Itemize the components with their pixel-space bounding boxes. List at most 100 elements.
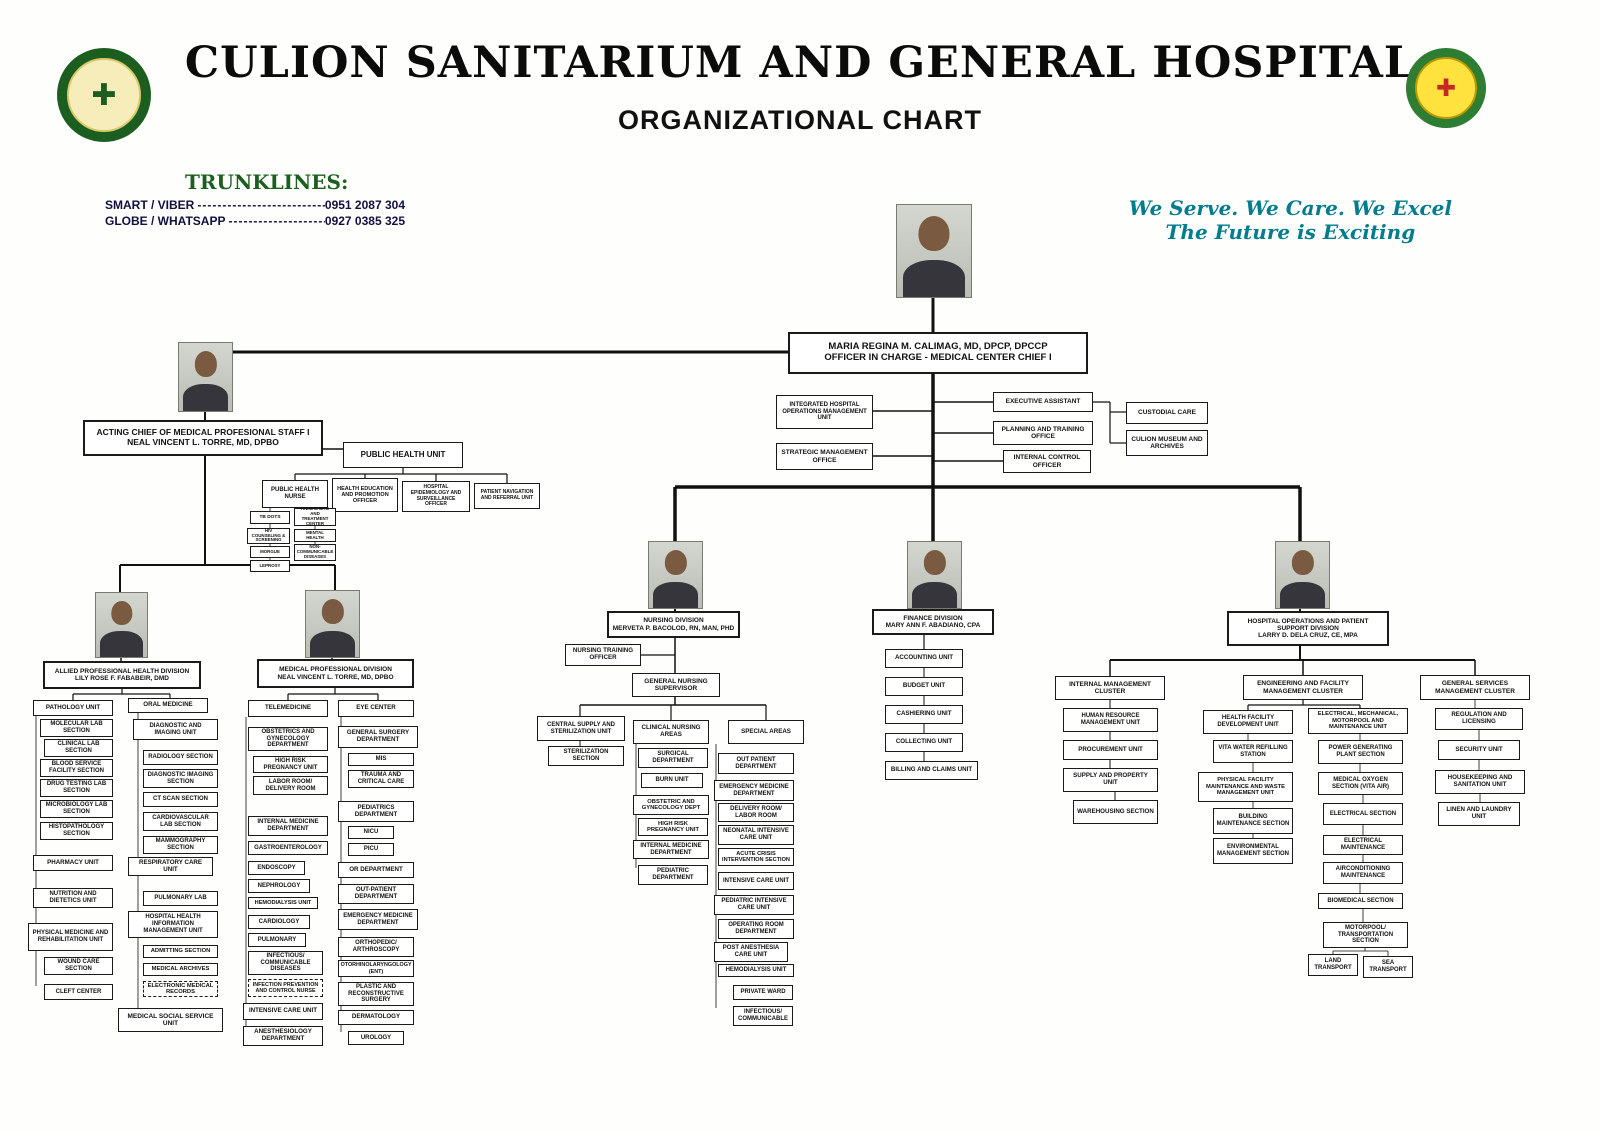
node-housekeeping-and-sanitation-unit: HOUSEKEEPING AND SANITATION UNIT (1435, 770, 1525, 794)
node-engineering-and-facility-management-cluster: ENGINEERING AND FACILITY MANAGEMENT CLUS… (1243, 675, 1363, 700)
node-label: BURN UNIT (655, 777, 689, 784)
node-budget-unit: BUDGET UNIT (885, 677, 963, 696)
node-tb-dots: TB DOTS (250, 511, 290, 524)
node-vita-water-refilling-station: VITA WATER REFILLING STATION (1213, 740, 1293, 763)
node-human-resource-management-unit: HUMAN RESOURCE MANAGEMENT UNIT (1063, 708, 1158, 732)
node-sterilization-section: STERILIZATION SECTION (548, 746, 624, 766)
trunkline-globe-whatsapp-number: 0927 0385 325 (324, 214, 405, 228)
node-label: MARIA REGINA M. CALIMAG, MD, DPCP, DPCCP (828, 341, 1048, 353)
node-label: AIRCONDITIONING MAINTENANCE (1335, 866, 1391, 879)
node-special-areas: SPECIAL AREAS (728, 720, 804, 744)
node-label: NEAL VINCENT L. TORRE, MD, DPBO (277, 673, 394, 681)
node-pharmacy-unit: PHARMACY UNIT (33, 855, 113, 871)
node-physical-facility-maintenance-and-waste-management-unit: PHYSICAL FACILITY MAINTENANCE AND WASTE … (1198, 772, 1293, 802)
node-linen-and-laundry-unit: LINEN AND LAUNDRY UNIT (1438, 802, 1520, 826)
node-label: SUPPLY AND PROPERTY UNIT (1073, 772, 1148, 786)
node-labor-room-delivery-room: LABOR ROOM/ DELIVERY ROOM (253, 776, 328, 795)
node-label: TELEMEDICINE (264, 704, 312, 712)
node-procurement-unit: PROCUREMENT UNIT (1063, 740, 1158, 760)
node-label: PULMONARY (257, 936, 297, 943)
node-diagnostic-and-imaging-unit: DIAGNOSTIC AND IMAGING UNIT (133, 719, 218, 740)
node-high-risk-pregnancy-unit-nursing: HIGH RISK PREGNANCY UNIT (638, 818, 708, 836)
node-label: POST ANESTHESIA CARE UNIT (722, 945, 780, 958)
node-label: MEDICAL OXYGEN SECTION (VITA AIR) (1331, 776, 1390, 790)
trunkline-smart-viber-label: SMART / VIBER (105, 198, 195, 212)
node-central-supply-and-sterilization-unit: CENTRAL SUPPLY AND STERILIZATION UNIT (537, 716, 625, 741)
node-label: OTORHINOLARYNGOLOGY (ENT) (340, 962, 412, 975)
node-electrical-mechanical-motorpool-and-maintenance-unit: ELECTRICAL, MECHANICAL, MOTORPOOL AND MA… (1308, 708, 1408, 734)
node-label: HIV COUNSELING & SCREENING (251, 527, 286, 543)
node-label: BUDGET UNIT (902, 682, 946, 690)
node-label: PATIENT NAVIGATION AND REFERRAL UNIT (480, 489, 534, 501)
node-medical-archives: MEDICAL ARCHIVES (143, 963, 218, 976)
node-wound-care-section: WOUND CARE SECTION (44, 957, 113, 975)
node-or-department: OR DEPARTMENT (338, 862, 414, 878)
node-label: MAMMOGRAPHY SECTION (155, 838, 206, 851)
node-label: ENGINEERING AND FACILITY MANAGEMENT CLUS… (1257, 680, 1349, 695)
node-label: EMERGENCY MEDICINE DEPARTMENT (343, 912, 413, 926)
node-label: FINANCE DIVISION (903, 614, 963, 622)
node-public-health-nurse: PUBLIC HEALTH NURSE (262, 480, 328, 508)
node-acting-chief-medical-professional-staff: ACTING CHIEF OF MEDICAL PROFESIONAL STAF… (83, 420, 323, 456)
node-out-patient-department-nursing: OUT PATIENT DEPARTMENT (718, 753, 794, 774)
node-label: INTENSIVE CARE UNIT (248, 1007, 318, 1015)
node-histopathology-section: HISTOPATHOLOGY SECTION (40, 822, 113, 840)
node-otorhinolaryngology-ent: OTORHINOLARYNGOLOGY (ENT) (338, 960, 414, 977)
node-cleft-center: CLEFT CENTER (44, 984, 113, 1000)
node-cardiovascular-lab-section: CARDIOVASCULAR LAB SECTION (143, 812, 218, 831)
node-label: EMERGENCY MEDICINE DEPARTMENT (719, 783, 789, 797)
node-pediatric-department-nursing: PEDIATRIC DEPARTMENT (638, 865, 708, 885)
node-admitting-section: ADMITTING SECTION (143, 945, 218, 958)
node-label: NURSING TRAINING OFFICER (572, 647, 634, 661)
node-health-facility-development-unit: HEALTH FACILITY DEVELOPMENT UNIT (1203, 710, 1293, 734)
node-ct-scan-section: CT SCAN SECTION (143, 792, 218, 807)
node-label: INTERNAL CONTROL OFFICER (1013, 454, 1081, 469)
node-physical-medicine-and-rehabilitation-unit: PHYSICAL MEDICINE AND REHABILITATION UNI… (28, 923, 113, 951)
node-label: HIGH RISK PREGNANCY UNIT (646, 820, 700, 833)
node-infectious-communicable-nursing: INFECTIOUS/ COMMUNICABLE (733, 1006, 793, 1026)
node-label: PROCUREMENT UNIT (1078, 745, 1143, 753)
node-medical-social-service-unit: MEDICAL SOCIAL SERVICE UNIT (118, 1008, 223, 1032)
node-health-education-and-promotion-officer: HEALTH EDUCATION AND PROMOTION OFFICER (332, 478, 398, 512)
node-label: HOSPITAL OPERATIONS AND PATIENT (1247, 617, 1369, 625)
node-label: ELECTRONIC MEDICAL RECORDS (147, 982, 214, 995)
node-obstetrics-and-gynecology-department: OBSTETRICS AND GYNECOLOGY DEPARTMENT (248, 727, 328, 751)
doh-seal-logo: ✚ (57, 48, 151, 142)
node-culion-museum-and-archives: CULION MUSEUM AND ARCHIVES (1126, 430, 1208, 456)
node-label: NURSING DIVISION (643, 617, 704, 625)
node-land-transport: LAND TRANSPORT (1308, 954, 1358, 976)
node-label: HEALTH EDUCATION AND PROMOTION OFFICER (337, 485, 393, 505)
node-executive-assistant: EXECUTIVE ASSISTANT (993, 392, 1093, 412)
node-label: TB DOTS (259, 514, 281, 520)
node-internal-control-officer: INTERNAL CONTROL OFFICER (1003, 450, 1091, 473)
node-label: CT SCAN SECTION (152, 796, 208, 803)
node-delivery-room-labor-room: DELIVERY ROOM/ LABOR ROOM (718, 803, 794, 822)
node-building-maintenance-section: BUILDING MAINTENANCE SECTION (1213, 808, 1293, 834)
node-label: LILY ROSE F. FABABEIR, DMD (75, 675, 169, 682)
node-internal-management-cluster: INTERNAL MANAGEMENT CLUSTER (1055, 676, 1165, 700)
node-label: GASTROENTEROLOGY (254, 844, 322, 851)
node-label: CULION MUSEUM AND ARCHIVES (1131, 435, 1203, 450)
node-collecting-unit: COLLECTING UNIT (885, 733, 963, 752)
node-nursing-training-officer: NURSING TRAINING OFFICER (565, 644, 641, 666)
node-label: ANESTHESIOLOGY DEPARTMENT (254, 1028, 312, 1042)
node-label: CASHIERING UNIT (896, 710, 952, 718)
node-label: MEDICAL ARCHIVES (151, 966, 210, 973)
node-label: EXECUTIVE ASSISTANT (1005, 398, 1081, 406)
node-pulmonary-lab: PULMONARY LAB (143, 891, 218, 906)
node-burn-unit: BURN UNIT (641, 773, 703, 788)
node-label: OR DEPARTMENT (349, 865, 403, 873)
node-warehousing-section: WAREHOUSING SECTION (1073, 800, 1158, 824)
node-label: ANIMAL BITE AND TREATMENT CENTER (300, 506, 330, 526)
node-label: ALLIED PROFESSIONAL HEALTH DIVISION (54, 667, 190, 675)
node-label: MERVETA P. BACOLOD, RN, MAN, PHD (612, 624, 735, 632)
node-morgue: MORGUE (250, 546, 290, 558)
node-label: INFECTION PREVENTION AND CONTROL NURSE (252, 981, 319, 994)
node-endoscopy: ENDOSCOPY (248, 861, 305, 875)
node-label: ENVIRONMENTAL MANAGEMENT SECTION (1217, 844, 1289, 857)
node-label: GENERAL SURGERY DEPARTMENT (346, 729, 410, 743)
node-label: VITA WATER REFILLING STATION (1218, 744, 1288, 758)
node-gastroenterology: GASTROENTEROLOGY (248, 841, 328, 855)
